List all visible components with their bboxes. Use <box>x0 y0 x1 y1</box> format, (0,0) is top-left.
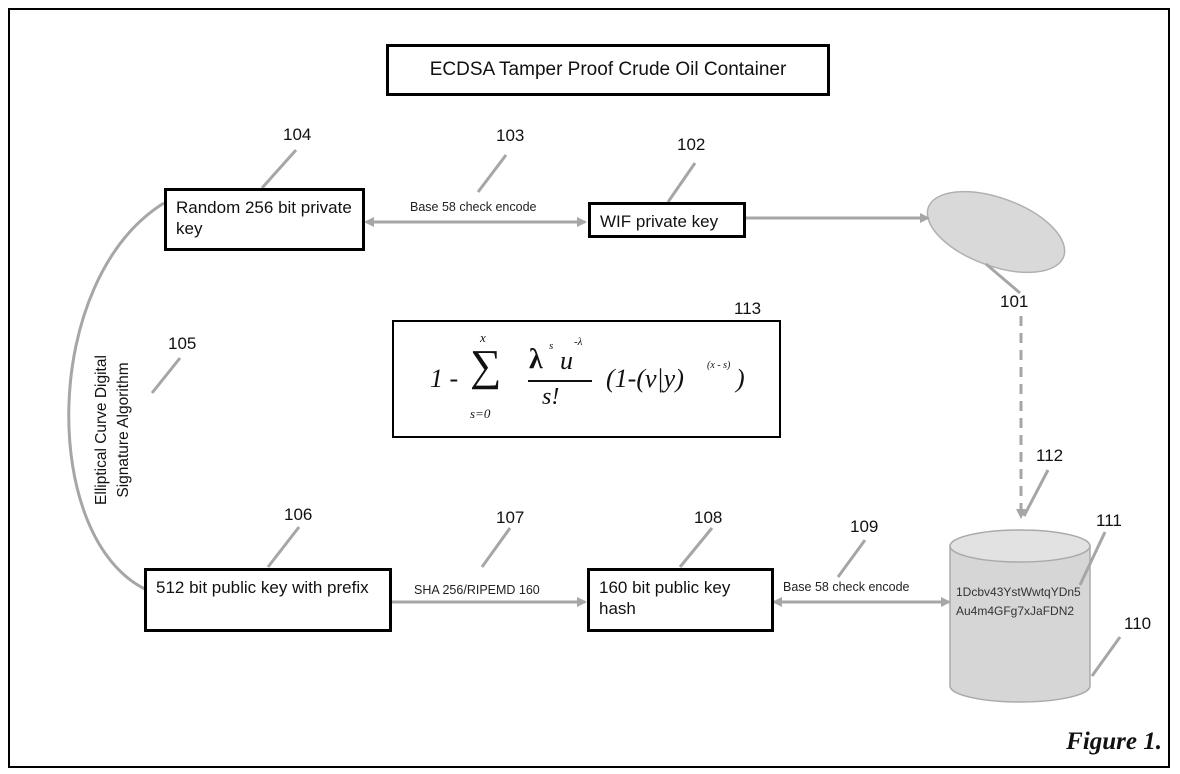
leader-111 <box>1078 531 1107 586</box>
leader-108 <box>678 527 714 568</box>
leader-102 <box>666 162 697 203</box>
leader-105 <box>150 357 182 394</box>
leader-112 <box>1022 469 1050 517</box>
figure-frame <box>8 8 1170 768</box>
ref-105: 105 <box>168 334 197 353</box>
ref-112: 112 <box>1036 446 1064 465</box>
leader-106 <box>266 526 301 568</box>
leader-101 <box>985 262 1021 295</box>
leader-103 <box>476 154 508 193</box>
ref-110: 110 <box>1124 614 1152 633</box>
formula-lower-limit: s=0 <box>470 406 491 421</box>
label-ecdsa-line1: Elliptical Curve Digital <box>93 355 110 505</box>
box-wif-private-key: WIF private key <box>588 202 746 238</box>
box-public-key-hash: 160 bit public key hash <box>587 568 774 632</box>
formula-fraction-bar <box>528 380 592 382</box>
oil-container-cylinder <box>949 529 1091 703</box>
formula-lambda: λ <box>529 344 543 375</box>
formula-close-paren: ) <box>736 364 745 393</box>
ref-111: 111 <box>1096 511 1122 530</box>
leader-110 <box>1090 636 1122 677</box>
ref-107: 107 <box>496 508 525 527</box>
formula-sup-s: s <box>549 340 554 352</box>
formula-upper-limit: x <box>480 330 486 345</box>
arc-ecdsa <box>67 201 165 592</box>
oil-sensor-ellipse <box>926 190 1066 274</box>
ref-103: 103 <box>496 126 525 145</box>
formula-one-minus: 1 - <box>430 364 459 393</box>
ref-109: 109 <box>850 517 879 536</box>
ref-101: 101 <box>1000 292 1029 311</box>
leader-109 <box>836 539 867 578</box>
probability-formula: 1 - x ∑ s=0 λ s u -λ s! (1-(v|y) (x - s)… <box>392 320 781 438</box>
label-base58-bottom: Base 58 check encode <box>783 580 910 594</box>
ref-104: 104 <box>283 125 312 144</box>
figure-caption: Figure 1. <box>1066 728 1162 755</box>
formula-sup-neg-lambda: -λ <box>574 336 583 348</box>
formula-u: u <box>560 346 573 375</box>
formula-denominator: s! <box>542 384 560 410</box>
ref-102: 102 <box>677 135 706 154</box>
ref-108: 108 <box>694 508 723 527</box>
box-public-key-prefix: 512 bit public key with prefix <box>144 568 392 632</box>
container-address-line2: Au4m4GFg7xJaFDN2 <box>956 604 1075 618</box>
label-sha-ripemd: SHA 256/RIPEMD 160 <box>414 583 540 597</box>
container-address-line1: 1Dcbv43YstWwtqYDn5 <box>956 585 1081 599</box>
leader-107 <box>480 527 512 568</box>
diagram-title: ECDSA Tamper Proof Crude Oil Container <box>386 44 830 96</box>
label-base58-top: Base 58 check encode <box>410 200 537 214</box>
leader-104 <box>260 148 298 190</box>
formula-sigma: ∑ <box>470 341 502 390</box>
container-address: 1Dcbv43YstWwtqYDn5 Au4m4GFg7xJaFDN2 <box>956 583 1081 621</box>
label-ecdsa-algorithm: Elliptical Curve Digital Signature Algor… <box>91 330 141 530</box>
label-ecdsa-line2: Signature Algorithm <box>115 362 132 498</box>
formula-tail: (1-(v|y) <box>606 364 684 393</box>
ref-106: 106 <box>284 505 313 524</box>
box-random-private-key: Random 256 bit private key <box>164 188 365 251</box>
formula-exponent: (x - s) <box>707 360 731 371</box>
ref-113: 113 <box>734 299 762 318</box>
